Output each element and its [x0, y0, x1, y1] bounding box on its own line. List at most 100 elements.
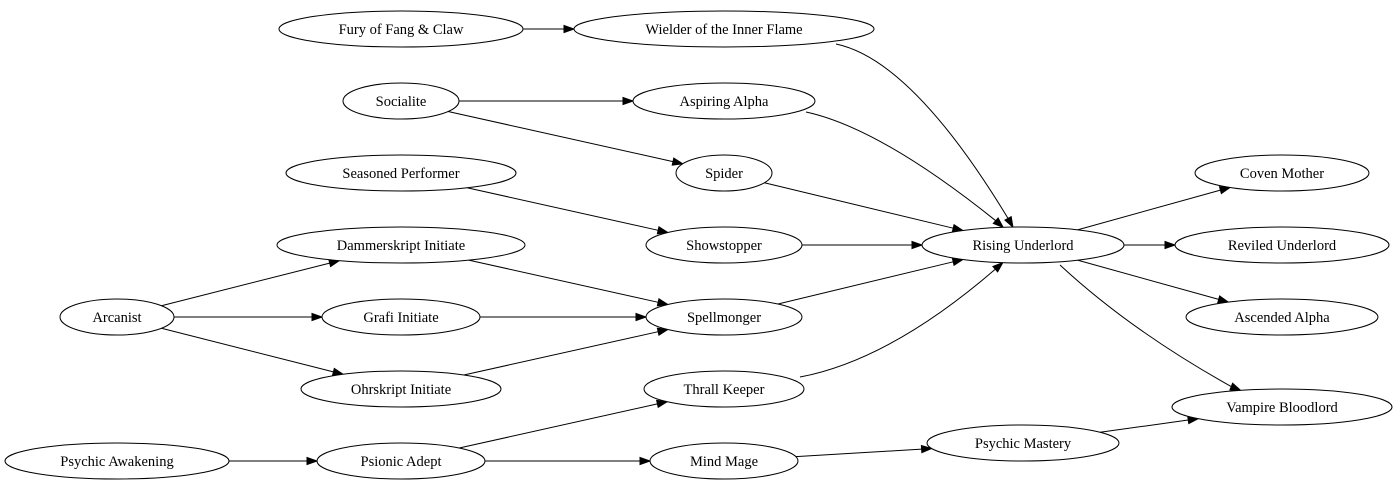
node-label: Spider	[705, 166, 743, 182]
node-label: Psychic Awakening	[60, 454, 173, 470]
node-ellipse	[285, 154, 517, 192]
node-ellipse	[300, 370, 502, 408]
node-ellipse	[926, 424, 1120, 462]
edge-line	[1059, 264, 1232, 388]
node-ellipse	[342, 82, 460, 120]
node-grafi: Grafi Initiate	[321, 298, 481, 336]
edge-line	[805, 111, 997, 222]
node-coven: Coven Mother	[1194, 154, 1370, 192]
node-dammer: Dammerskript Initiate	[276, 226, 526, 264]
node-label: Psychic Mastery	[975, 436, 1072, 452]
node-label: Seasoned Performer	[342, 166, 459, 182]
arrowhead-icon	[656, 226, 670, 235]
arrowhead-icon	[671, 157, 685, 166]
arrowhead-icon	[992, 261, 1004, 273]
node-ellipse	[645, 226, 803, 264]
arrowhead-icon	[635, 312, 648, 322]
edge-socialite-to-spider	[447, 111, 685, 166]
arrowhead-icon	[1229, 382, 1242, 391]
arrowhead-icon	[656, 327, 670, 336]
edge-psychicmastery-to-vampire	[1100, 415, 1200, 433]
arrowhead-icon	[656, 298, 670, 307]
node-label: Wielder of the Inner Flame	[645, 22, 802, 38]
node-ellipse	[675, 154, 773, 192]
node-ellipse	[1171, 388, 1393, 426]
edge-line	[161, 262, 330, 307]
edge-rising-to-reviled	[1124, 240, 1177, 250]
node-label: Spellmonger	[687, 310, 761, 326]
edge-rising-to-ascended	[1077, 259, 1230, 304]
node-label: Mind Mage	[690, 454, 758, 470]
edge-line	[459, 403, 658, 449]
edge-thrall-to-rising	[799, 261, 1004, 378]
node-thrall: Thrall Keeper	[643, 370, 805, 408]
edge-line	[795, 448, 922, 458]
node-ellipse	[632, 82, 816, 120]
edge-line	[466, 187, 659, 231]
edge-spellmonger-to-rising	[777, 257, 965, 305]
node-wielder: Wielder of the Inner Flame	[573, 10, 875, 48]
node-vampire: Vampire Bloodlord	[1171, 388, 1393, 426]
node-label: Socialite	[376, 94, 427, 110]
arrowhead-icon	[1004, 215, 1014, 229]
node-arcanist: Arcanist	[59, 298, 175, 336]
edge-line	[161, 327, 334, 373]
arrowhead-icon	[311, 312, 324, 322]
node-label: Vampire Bloodlord	[1226, 400, 1338, 416]
node-rising: Rising Underlord	[921, 226, 1125, 264]
node-label: Arcanist	[92, 310, 141, 326]
edge-line	[799, 268, 996, 378]
node-ohr: Ohrskript Initiate	[300, 370, 502, 408]
node-fury: Fury of Fang & Claw	[278, 10, 524, 48]
edge-line	[1077, 189, 1221, 231]
node-ellipse	[573, 10, 875, 48]
node-aspiring: Aspiring Alpha	[632, 82, 816, 120]
node-label: Reviled Underlord	[1228, 238, 1337, 254]
arrowhead-icon	[920, 444, 934, 454]
node-label: Fury of Fang & Claw	[339, 22, 464, 38]
arrowhead-icon	[992, 217, 1005, 229]
arrowhead-icon	[563, 24, 576, 34]
edge-wielder-to-rising	[835, 43, 1014, 229]
node-label: Ohrskript Initiate	[351, 382, 451, 398]
node-ellipse	[59, 298, 175, 336]
edge-psionic-to-mindmage	[485, 456, 652, 466]
edge-aspiring-to-rising	[805, 111, 1005, 229]
node-ellipse	[276, 226, 526, 264]
node-ellipse	[649, 442, 799, 480]
edge-spider-to-rising	[764, 182, 965, 233]
node-ellipse	[278, 10, 524, 48]
node-label: Thrall Keeper	[684, 382, 765, 398]
edge-line	[468, 259, 659, 303]
edges-layer	[161, 24, 1242, 466]
node-ellipse	[321, 298, 481, 336]
nodes-layer: Fury of Fang & Claw Wielder of the Inner …	[4, 10, 1393, 480]
edge-ohr-to-spellmonger	[463, 327, 670, 376]
arrowhead-icon	[1164, 240, 1177, 250]
edge-grafi-to-spellmonger	[480, 312, 648, 322]
node-ellipse	[645, 298, 803, 336]
arrowhead-icon	[306, 456, 319, 466]
edge-psionic-to-thrall	[459, 399, 669, 449]
node-ascended: Ascended Alpha	[1185, 298, 1379, 336]
node-ellipse	[316, 442, 486, 480]
edge-rising-to-coven	[1077, 186, 1232, 231]
edge-dammer-to-spellmonger	[468, 259, 670, 307]
node-label: Coven Mother	[1240, 166, 1324, 182]
edge-line	[835, 43, 1009, 219]
edge-arcanist-to-ohr	[161, 327, 345, 376]
node-label: Rising Underlord	[972, 238, 1074, 254]
edge-showstopper-to-rising	[802, 240, 924, 250]
node-ellipse	[921, 226, 1125, 264]
node-ellipse	[4, 442, 230, 480]
node-seasoned: Seasoned Performer	[285, 154, 517, 192]
edge-seasoned-to-showstopper	[466, 187, 670, 235]
node-psychicawake: Psychic Awakening	[4, 442, 230, 480]
node-psionic: Psionic Adept	[316, 442, 486, 480]
node-mindmage: Mind Mage	[649, 442, 799, 480]
edge-line	[764, 182, 954, 229]
arrowhead-icon	[622, 96, 635, 106]
node-psychicmastery: Psychic Mastery	[926, 424, 1120, 462]
edge-line	[1077, 259, 1219, 300]
